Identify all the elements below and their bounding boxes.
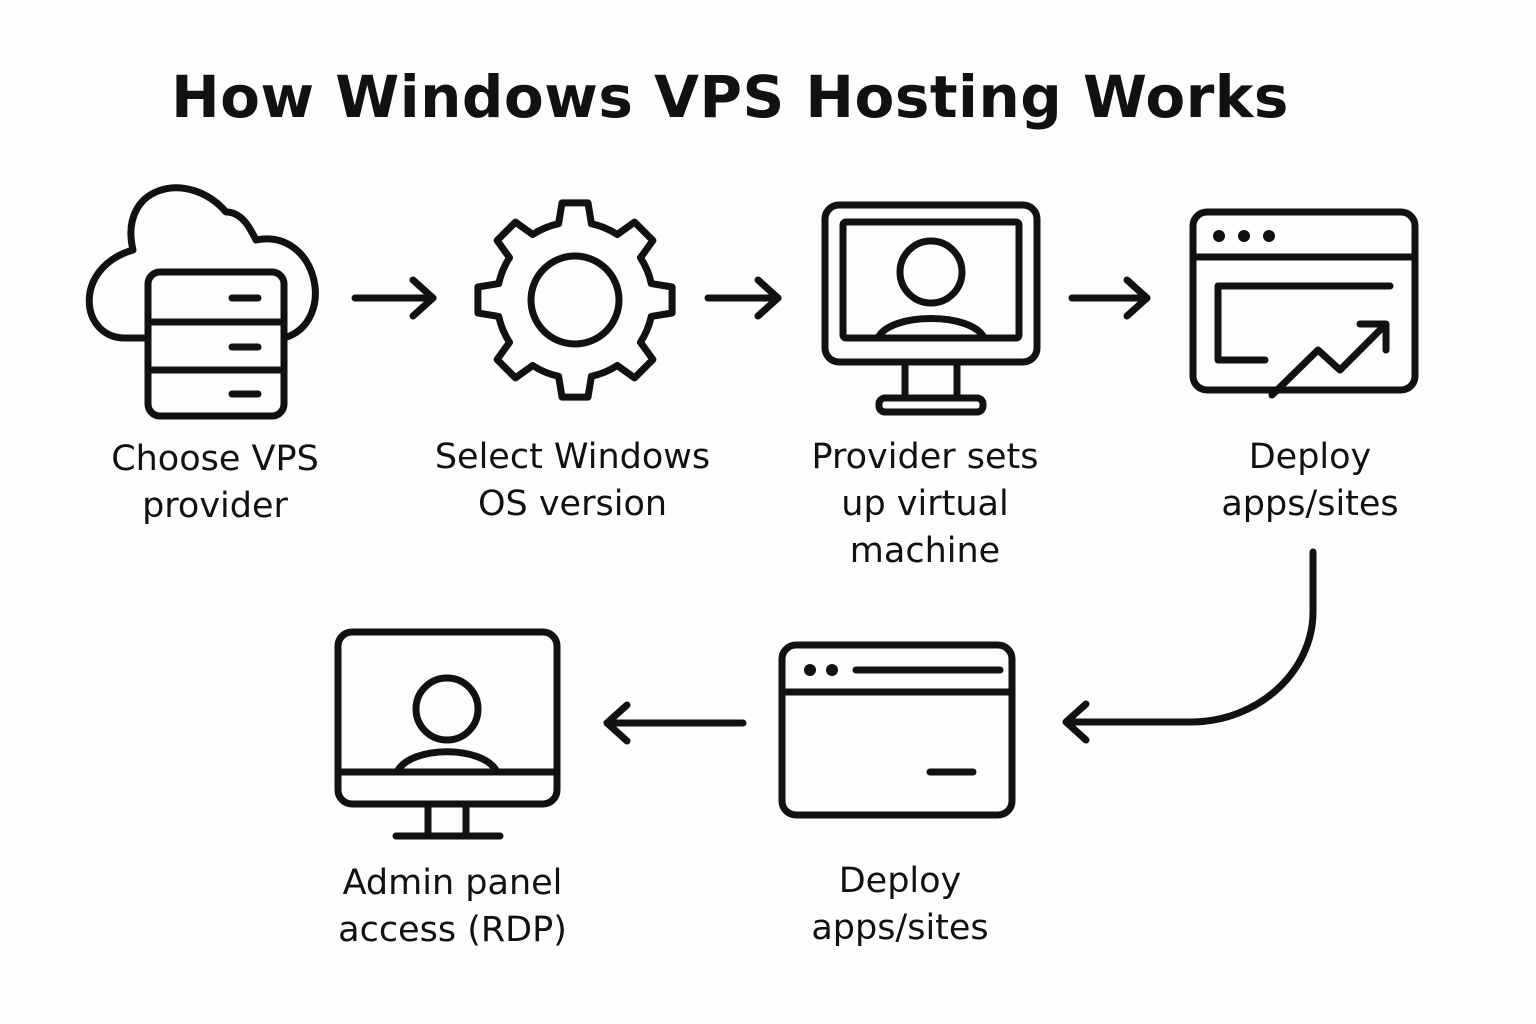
browser-window-icon <box>778 641 1016 819</box>
arrow-right-icon <box>1068 276 1151 320</box>
cloud-server-icon <box>85 184 319 420</box>
step-label-provider-setup: Provider sets up virtual machine <box>811 437 1039 571</box>
step-label-choose-provider: Choose VPS provider <box>111 439 319 526</box>
arrow-curved-icon <box>1062 548 1317 744</box>
step-label-admin-access: Admin panel access (RDP) <box>338 863 567 950</box>
diagram-title: How Windows VPS Hosting Works <box>171 63 1289 131</box>
step-label-deploy-bottom: Deploy apps/sites <box>811 861 989 948</box>
arrow-right-icon <box>351 276 437 320</box>
step-label-select-os: Select Windows OS version <box>434 437 711 524</box>
browser-chart-icon <box>1189 208 1419 399</box>
step-label-deploy-top: Deploy apps/sites <box>1221 437 1399 524</box>
gear-icon <box>474 199 676 401</box>
arrow-right-icon <box>704 276 782 320</box>
monitor-user-icon <box>334 628 561 840</box>
arrow-left-icon <box>603 701 747 745</box>
monitor-user-icon <box>821 201 1041 416</box>
